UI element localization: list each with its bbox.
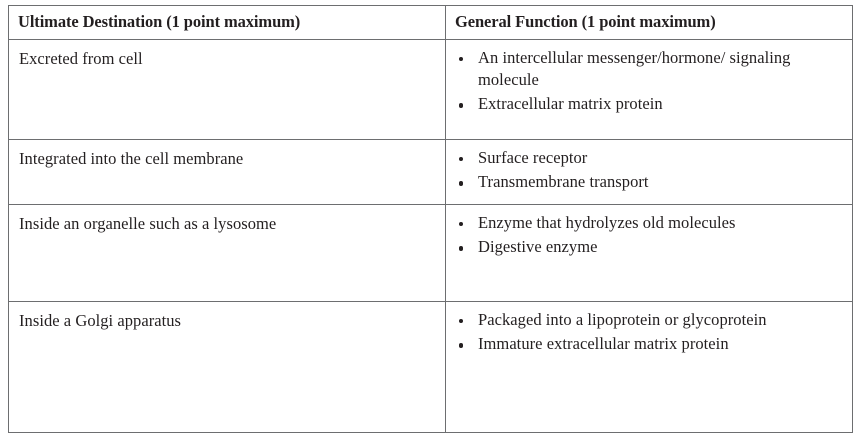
bullet-icon [459, 103, 464, 108]
table-row: Integrated into the cell membrane Surfac… [8, 139, 853, 205]
function-text: Digestive enzyme [478, 237, 598, 257]
destination-text: Integrated into the cell membrane [19, 149, 244, 168]
function-text: Transmembrane transport [478, 172, 649, 192]
function-list: Enzyme that hydrolyzes old molecules Dig… [446, 212, 846, 258]
destination-text: Excreted from cell [19, 49, 143, 68]
function-cell: Packaged into a lipoprotein or glycoprot… [445, 301, 853, 433]
bullet-icon [459, 222, 464, 227]
list-item: Digestive enzyme [446, 236, 846, 258]
function-list: An intercellular messenger/hormone/ sign… [446, 47, 846, 115]
destination-cell: Excreted from cell [8, 39, 446, 140]
destination-cell: Integrated into the cell membrane [8, 139, 446, 205]
table-row: Excreted from cell An intercellular mess… [8, 39, 853, 140]
function-text: Immature extracellular matrix protein [478, 334, 729, 354]
destination-text: Inside a Golgi apparatus [19, 311, 182, 330]
destination-cell: Inside an organelle such as a lysosome [8, 204, 446, 302]
bullet-icon [459, 319, 464, 324]
bullet-icon [459, 57, 464, 62]
list-item: An intercellular messenger/hormone/ sign… [446, 47, 846, 91]
list-item: Transmembrane transport [446, 171, 846, 193]
table-body: Excreted from cell An intercellular mess… [8, 39, 853, 433]
list-item: Packaged into a lipoprotein or glycoprot… [446, 309, 846, 331]
list-item: Extracellular matrix protein [446, 93, 846, 115]
rubric-table: Ultimate Destination (1 point maximum) G… [8, 5, 853, 433]
bullet-icon [459, 181, 464, 186]
function-cell: Enzyme that hydrolyzes old molecules Dig… [445, 204, 853, 302]
table-header: Ultimate Destination (1 point maximum) G… [8, 5, 853, 40]
column-header-ultimate-destination: Ultimate Destination (1 point maximum) [8, 5, 446, 40]
bullet-icon [459, 343, 464, 348]
function-cell: An intercellular messenger/hormone/ sign… [445, 39, 853, 140]
function-list: Packaged into a lipoprotein or glycoprot… [446, 309, 846, 355]
function-cell: Surface receptor Transmembrane transport [445, 139, 853, 205]
bullet-icon [459, 246, 464, 251]
function-text: Surface receptor [478, 148, 588, 167]
list-item: Enzyme that hydrolyzes old molecules [446, 212, 846, 234]
list-item: Immature extracellular matrix protein [446, 333, 846, 355]
header-row: Ultimate Destination (1 point maximum) G… [8, 5, 853, 40]
function-text: Extracellular matrix protein [478, 94, 663, 114]
function-text: An intercellular messenger/hormone/ sign… [478, 48, 791, 90]
table-row: Inside a Golgi apparatus Packaged into a… [8, 301, 853, 433]
column-header-general-function: General Function (1 point maximum) [445, 5, 853, 40]
bullet-icon [459, 157, 464, 162]
function-list: Surface receptor Transmembrane transport [446, 147, 846, 193]
table-row: Inside an organelle such as a lysosome E… [8, 204, 853, 302]
function-text: Packaged into a lipoprotein or glycoprot… [478, 310, 767, 329]
destination-text: Inside an organelle such as a lysosome [19, 214, 277, 233]
list-item: Surface receptor [446, 147, 846, 169]
destination-cell: Inside a Golgi apparatus [8, 301, 446, 433]
function-text: Enzyme that hydrolyzes old molecules [478, 213, 736, 232]
